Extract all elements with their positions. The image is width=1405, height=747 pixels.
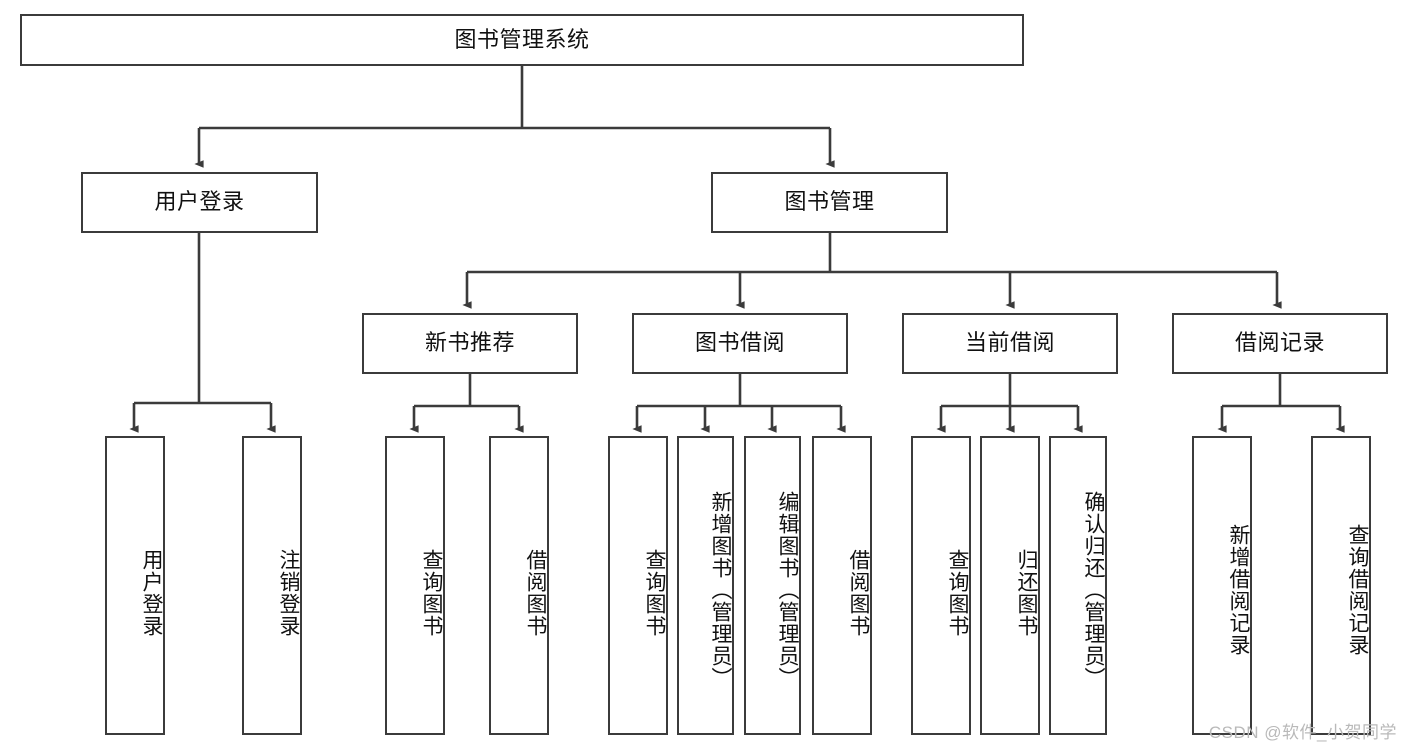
node-borrow-record[interactable]: 借阅记录 [1172,313,1388,374]
node-label: 编辑图书（管理员） [776,490,799,689]
node-label: 图书借阅 [694,330,785,356]
node-label: 注销登录 [277,548,300,637]
node-label: 新增图书（管理员） [709,490,732,689]
leaf-borrow-add-book-admin[interactable]: 新增图书（管理员） [677,436,734,735]
node-label: 借阅图书 [847,548,870,637]
leaf-user-login-login[interactable]: 用户登录 [105,436,165,735]
leaf-user-login-logout[interactable]: 注销登录 [242,436,302,735]
node-label: 确认归还（管理员） [1082,490,1105,689]
node-label: 用户登录 [154,189,245,215]
node-label: 图书管理 [784,189,875,215]
leaf-current-return-book[interactable]: 归还图书 [980,436,1040,735]
node-current-borrow[interactable]: 当前借阅 [902,313,1118,374]
leaf-current-confirm-return-admin[interactable]: 确认归还（管理员） [1049,436,1107,735]
node-label: 图书管理系统 [454,26,590,52]
node-label: 归还图书 [1015,548,1038,637]
leaf-record-add-record[interactable]: 新增借阅记录 [1192,436,1252,735]
node-label: 查询图书 [946,548,969,637]
leaf-recommend-borrow-book[interactable]: 借阅图书 [489,436,549,735]
node-book-borrow[interactable]: 图书借阅 [632,313,848,374]
node-user-login[interactable]: 用户登录 [81,172,318,233]
csdn-watermark: CSDN @软件_小贺同学 [1208,723,1397,742]
node-book-management[interactable]: 图书管理 [711,172,948,233]
node-label: 查询图书 [643,548,666,637]
node-label: 新增借阅记录 [1227,523,1250,656]
node-label: 借阅记录 [1234,330,1325,356]
leaf-borrow-edit-book-admin[interactable]: 编辑图书（管理员） [744,436,801,735]
node-label: 用户登录 [140,548,163,637]
leaf-recommend-query-book[interactable]: 查询图书 [385,436,445,735]
leaf-record-query-record[interactable]: 查询借阅记录 [1311,436,1371,735]
node-label: 查询借阅记录 [1346,523,1369,656]
leaf-current-query-book[interactable]: 查询图书 [911,436,971,735]
node-label: 借阅图书 [524,548,547,637]
node-label: 查询图书 [420,548,443,637]
node-label: 新书推荐 [424,330,515,356]
node-root-system[interactable]: 图书管理系统 [20,14,1024,66]
node-label: 当前借阅 [964,330,1055,356]
leaf-borrow-query-book[interactable]: 查询图书 [608,436,668,735]
leaf-borrow-borrow-book[interactable]: 借阅图书 [812,436,872,735]
node-new-book-recommend[interactable]: 新书推荐 [362,313,578,374]
